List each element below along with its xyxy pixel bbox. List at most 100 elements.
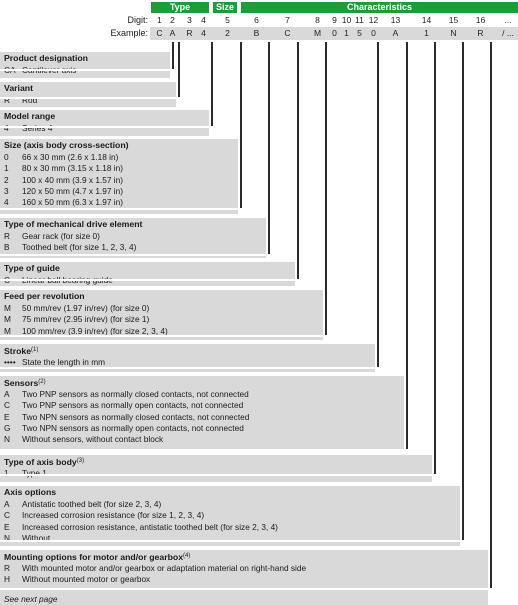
header-characteristics: Characteristics bbox=[241, 2, 518, 13]
option-code: H bbox=[4, 574, 10, 585]
digit-cell: 7 bbox=[285, 15, 290, 25]
option-section bbox=[0, 376, 404, 451]
connector-vertical bbox=[462, 42, 464, 540]
option-text: 50 mm/rev (1.97 in/rev) (for size 0) bbox=[22, 303, 150, 313]
option-text: With mounted motor and/or gearbox or ada… bbox=[22, 563, 307, 573]
connector-horizontal bbox=[0, 254, 270, 256]
example-cell: R bbox=[184, 28, 195, 39]
connector-horizontal bbox=[0, 279, 299, 281]
option-row: 3 120 x 50 mm (4.7 x 1.97 in) bbox=[4, 186, 123, 197]
header-size: Size bbox=[213, 2, 237, 13]
footer-note: See next page bbox=[4, 594, 58, 604]
option-code: 1 bbox=[4, 163, 9, 174]
option-row: G Two NPN sensors as normally open contac… bbox=[4, 423, 244, 434]
example-cell: 4 bbox=[198, 28, 209, 39]
digit-cell: 11 bbox=[355, 15, 364, 25]
option-section bbox=[0, 139, 238, 214]
option-row: M 50 mm/rev (1.97 in/rev) (for size 0) bbox=[4, 303, 149, 314]
digit-cell: 13 bbox=[390, 15, 401, 25]
option-text: 66 x 30 mm (2.6 x 1.18 in) bbox=[22, 152, 119, 162]
option-text: 100 mm/rev (3.9 in/rev) (for size 2, 3, … bbox=[22, 325, 168, 336]
option-code: 3 bbox=[4, 185, 9, 196]
option-text: Two NPN sensors as normally closed conta… bbox=[22, 411, 250, 422]
example-cell: C bbox=[154, 28, 165, 39]
option-section bbox=[0, 262, 295, 286]
option-text: Without mounted motor or gearbox bbox=[22, 574, 151, 585]
digit-cell: 8 bbox=[315, 15, 320, 25]
example-cell: 2 bbox=[221, 28, 234, 39]
section-title: Mounting options for motor and/or gearbo… bbox=[4, 552, 191, 562]
option-row: E Increased corrosion resistance, antista… bbox=[4, 522, 278, 533]
option-section bbox=[0, 82, 176, 107]
digit-cell: 10 bbox=[341, 15, 352, 25]
digit-cell: 4 bbox=[201, 15, 206, 25]
option-section bbox=[0, 455, 432, 482]
connector-vertical bbox=[211, 42, 213, 126]
option-code: 4 bbox=[4, 123, 9, 133]
option-code: E bbox=[4, 521, 10, 532]
option-text: Series 4 bbox=[22, 123, 53, 133]
option-row: 1 Type 1 bbox=[4, 468, 47, 479]
option-text: Increased corrosion resistance (for size… bbox=[22, 510, 205, 521]
option-text: 100 x 40 mm (3.9 x 1.57 in) bbox=[22, 174, 123, 185]
option-code: •••• bbox=[4, 357, 16, 367]
option-code: G bbox=[4, 422, 11, 433]
header-type: Type bbox=[151, 2, 209, 13]
digit-cell: 3 bbox=[187, 15, 192, 25]
option-text: 120 x 50 mm (4.7 x 1.97 in) bbox=[22, 185, 123, 196]
option-section bbox=[0, 290, 323, 340]
option-code: R bbox=[4, 95, 10, 105]
example-cell: A bbox=[389, 28, 402, 39]
section-title: Size (axis body cross-section) bbox=[4, 140, 129, 150]
digit-row-label: Digit: bbox=[127, 15, 148, 25]
option-text: Rod bbox=[22, 95, 38, 105]
option-code: 1 bbox=[4, 468, 9, 478]
option-text: Type 1 bbox=[22, 468, 47, 478]
example-row-label: Example: bbox=[110, 28, 148, 38]
option-code: C bbox=[4, 400, 10, 411]
option-text: Two PNP sensors as normally open contact… bbox=[22, 400, 244, 411]
option-code: M bbox=[4, 325, 11, 336]
option-row: H Without mounted motor or gearbox bbox=[4, 574, 150, 585]
digit-cell: 12 bbox=[368, 15, 379, 25]
option-text: Antistatic toothed belt (for size 2, 3, … bbox=[22, 499, 162, 509]
option-code: R bbox=[4, 231, 10, 241]
option-code: C bbox=[4, 510, 10, 521]
example-cell: M bbox=[311, 28, 324, 39]
connector-horizontal bbox=[0, 69, 174, 71]
example-cell: C bbox=[281, 28, 294, 39]
connector-vertical bbox=[377, 42, 379, 367]
option-text: Increased corrosion resistance, antistat… bbox=[22, 521, 278, 532]
option-row: R Gear rack (for size 0) bbox=[4, 231, 100, 242]
option-row: R Rod bbox=[4, 95, 37, 106]
section-title: Axis options bbox=[4, 487, 57, 497]
option-section bbox=[0, 486, 460, 546]
connector-vertical bbox=[172, 42, 174, 69]
option-code: M bbox=[4, 303, 11, 313]
option-text: Two NPN sensors as normally open contact… bbox=[22, 422, 244, 433]
connector-vertical bbox=[178, 42, 180, 97]
option-text: State the length in mm bbox=[22, 357, 106, 367]
connector-vertical bbox=[434, 42, 436, 474]
option-section bbox=[0, 52, 170, 78]
digit-cell: 6 bbox=[254, 15, 259, 25]
section-title: Sensors(2) bbox=[4, 378, 46, 388]
connector-horizontal bbox=[0, 367, 379, 369]
option-row: 4 Series 4 bbox=[4, 123, 52, 134]
connector-vertical bbox=[406, 42, 408, 449]
example-cell: B bbox=[250, 28, 263, 39]
digit-cell: 1 bbox=[157, 15, 162, 25]
example-cell: 1 bbox=[420, 28, 433, 39]
connector-horizontal bbox=[0, 126, 213, 128]
digit-cell: 15 bbox=[448, 15, 459, 25]
option-section bbox=[0, 218, 266, 258]
option-text: 75 mm/rev (2.95 in/rev) (for size 1) bbox=[22, 314, 150, 325]
option-text: Gear rack (for size 0) bbox=[22, 231, 100, 241]
